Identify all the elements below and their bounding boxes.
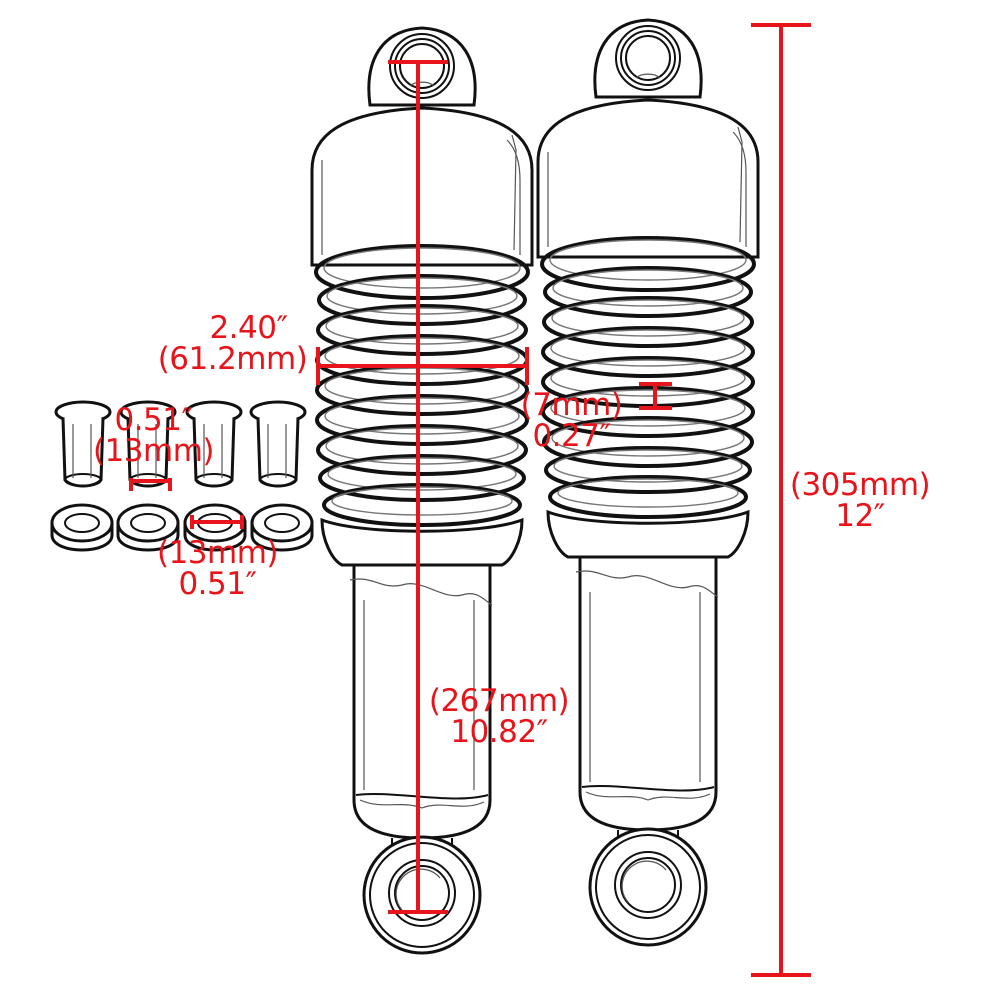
washer-diameter-imperial: 0.51″ (178, 566, 257, 602)
dimension-spring-width-line (316, 347, 529, 385)
left-shock (310, 26, 534, 955)
spring-width-imperial: 2.40″ (209, 310, 288, 346)
overall-length-metric: (305mm) (789, 467, 931, 503)
bushing-diameter-label: 0.51″ (13mm) (86, 405, 221, 467)
overall-length-label: (305mm) 12″ (782, 470, 938, 532)
spring-width-metric: (61.2mm) (157, 341, 308, 377)
spring-wire-imperial: 0.27″ (532, 418, 611, 454)
spring-width-label: 2.40″ (61.2mm) (150, 313, 315, 375)
dimension-washer-line (190, 515, 244, 529)
dimension-bushing-line (129, 478, 172, 491)
dimension-overall-length-line (751, 23, 811, 977)
dimension-spring-wire-line (639, 382, 672, 410)
eye-to-eye-imperial: 10.82″ (450, 714, 548, 750)
right-shock (536, 18, 760, 947)
eye-to-eye-label: (267mm) 10.82″ (420, 686, 578, 748)
eye-to-eye-metric: (267mm) (428, 683, 570, 719)
overall-length-imperial: 12″ (835, 498, 885, 534)
bushing-diameter-metric: (13mm) (92, 433, 215, 469)
bushing-diameter-imperial: 0.51″ (114, 402, 193, 438)
washer-diameter-metric: (13mm) (156, 535, 279, 571)
spring-wire-metric: (7mm) (520, 387, 623, 423)
washer-diameter-label: (13mm) 0.51″ (150, 538, 285, 600)
dimension-eye-to-eye-line (388, 60, 448, 914)
spring-wire-label: (7mm) 0.27″ (514, 390, 629, 452)
